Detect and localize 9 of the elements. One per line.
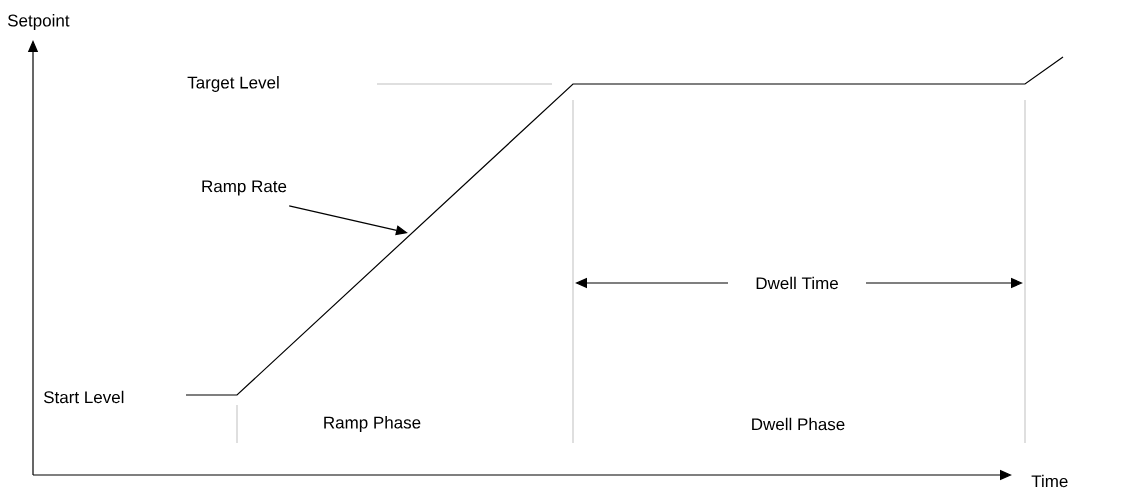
phase-label: Ramp Phase	[324, 416, 421, 432]
dimension-label: Dwell Time	[756, 276, 838, 290]
setpoint-profile-line	[185, 56, 1064, 396]
leader-arrow	[288, 205, 408, 236]
axis-label: Setpoint	[7, 14, 70, 30]
phase-label: Dwell Phase	[752, 417, 845, 431]
axis-label: Time	[1031, 474, 1068, 488]
level-label: Target Level	[187, 76, 279, 92]
level-label: Start Level	[43, 390, 124, 404]
